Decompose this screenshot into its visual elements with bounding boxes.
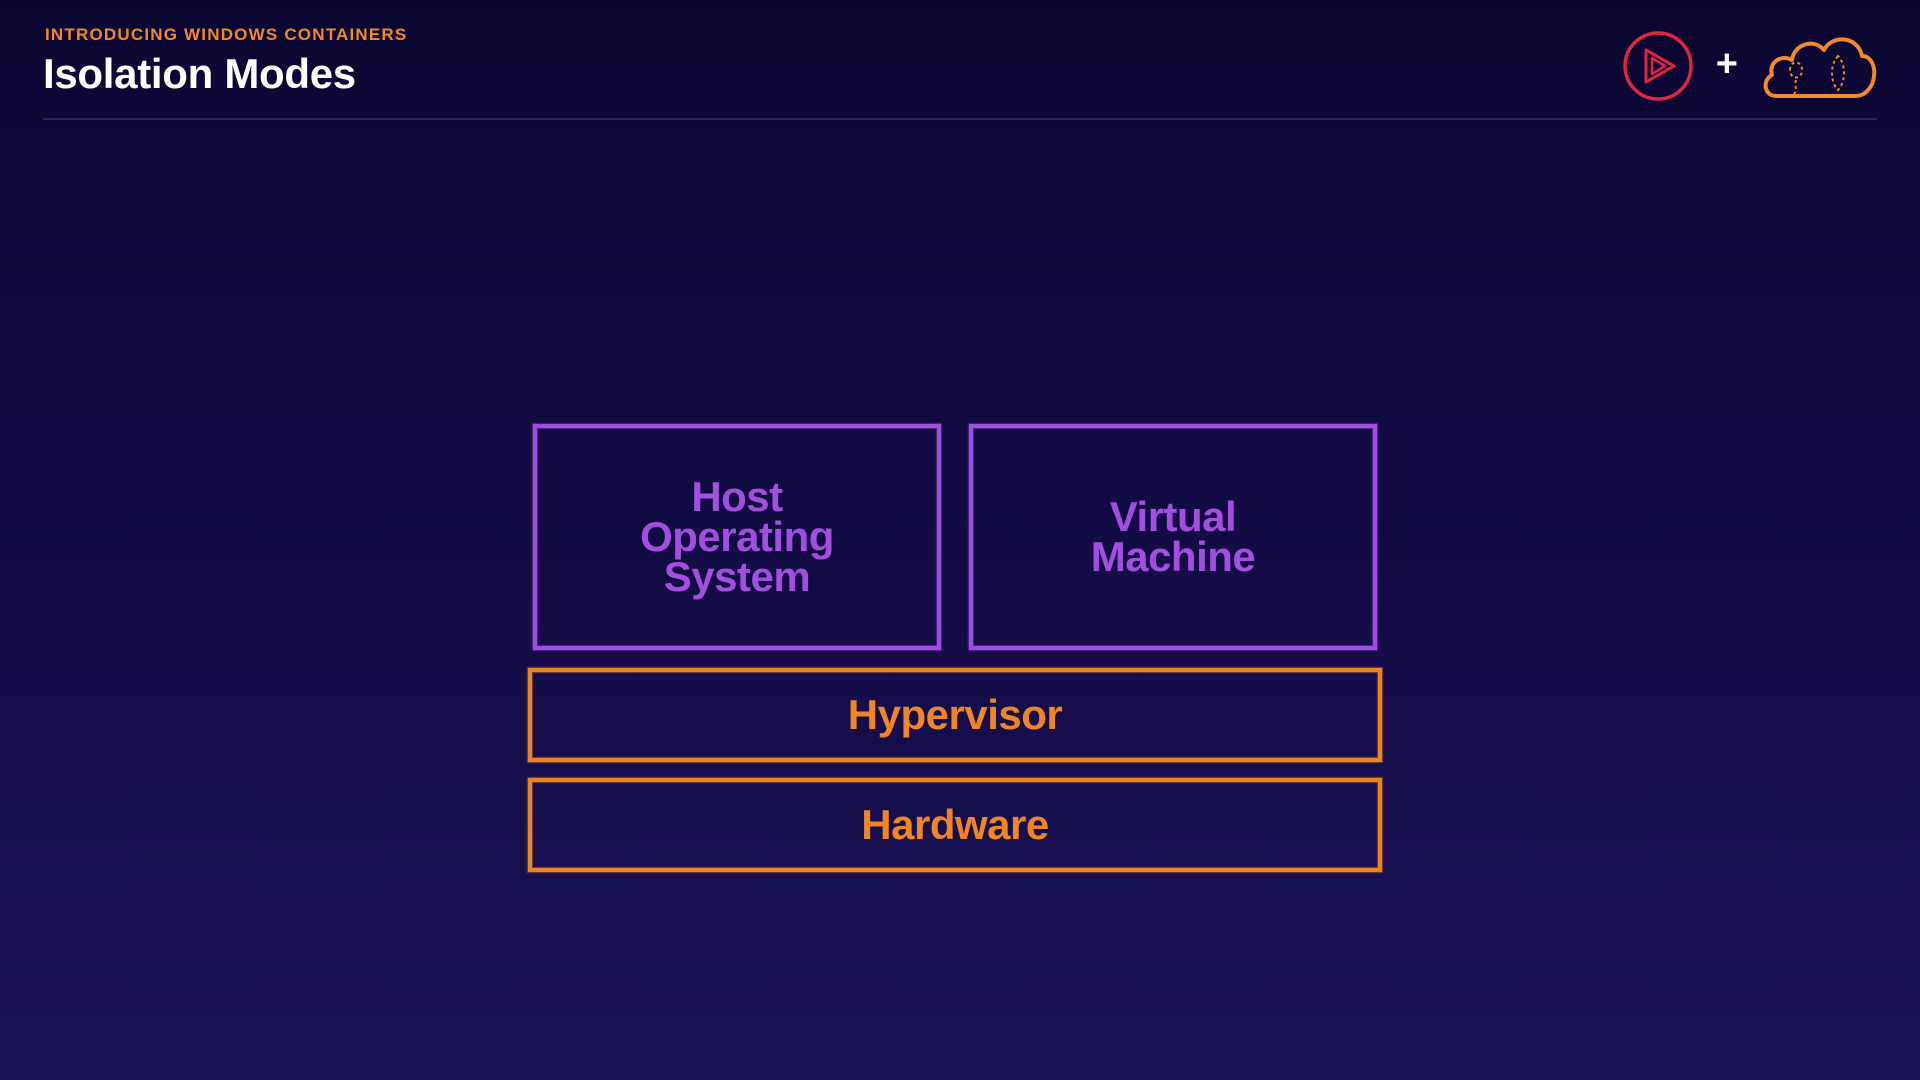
host-operating-system-box: Host Operating System bbox=[533, 424, 941, 650]
hardware-label: Hardware bbox=[861, 801, 1049, 848]
host-os-line-1: Host bbox=[691, 473, 783, 520]
page-title: Isolation Modes bbox=[43, 50, 356, 97]
header-divider bbox=[43, 118, 1877, 120]
play-logo-icon bbox=[1623, 31, 1693, 101]
host-os-line-2: Operating bbox=[640, 513, 834, 560]
plus-sign: + bbox=[1715, 43, 1738, 85]
vm-line-1: Virtual bbox=[1109, 493, 1237, 540]
hypervisor-label: Hypervisor bbox=[847, 691, 1063, 738]
host-os-line-3: System bbox=[663, 553, 811, 600]
brand-logos: + bbox=[1622, 30, 1878, 102]
host-os-label: Host Operating System bbox=[640, 473, 834, 600]
virtual-machine-label: Virtual Machine bbox=[1090, 493, 1256, 580]
vm-line-2: Machine bbox=[1090, 533, 1256, 580]
virtual-machine-box: Virtual Machine bbox=[969, 424, 1377, 650]
header-eyebrow: INTRODUCING WINDOWS CONTAINERS bbox=[45, 25, 408, 44]
cloud-logo-icon bbox=[1763, 37, 1877, 98]
hardware-box: Hardware bbox=[528, 778, 1382, 872]
hypervisor-box: Hypervisor bbox=[528, 668, 1382, 762]
